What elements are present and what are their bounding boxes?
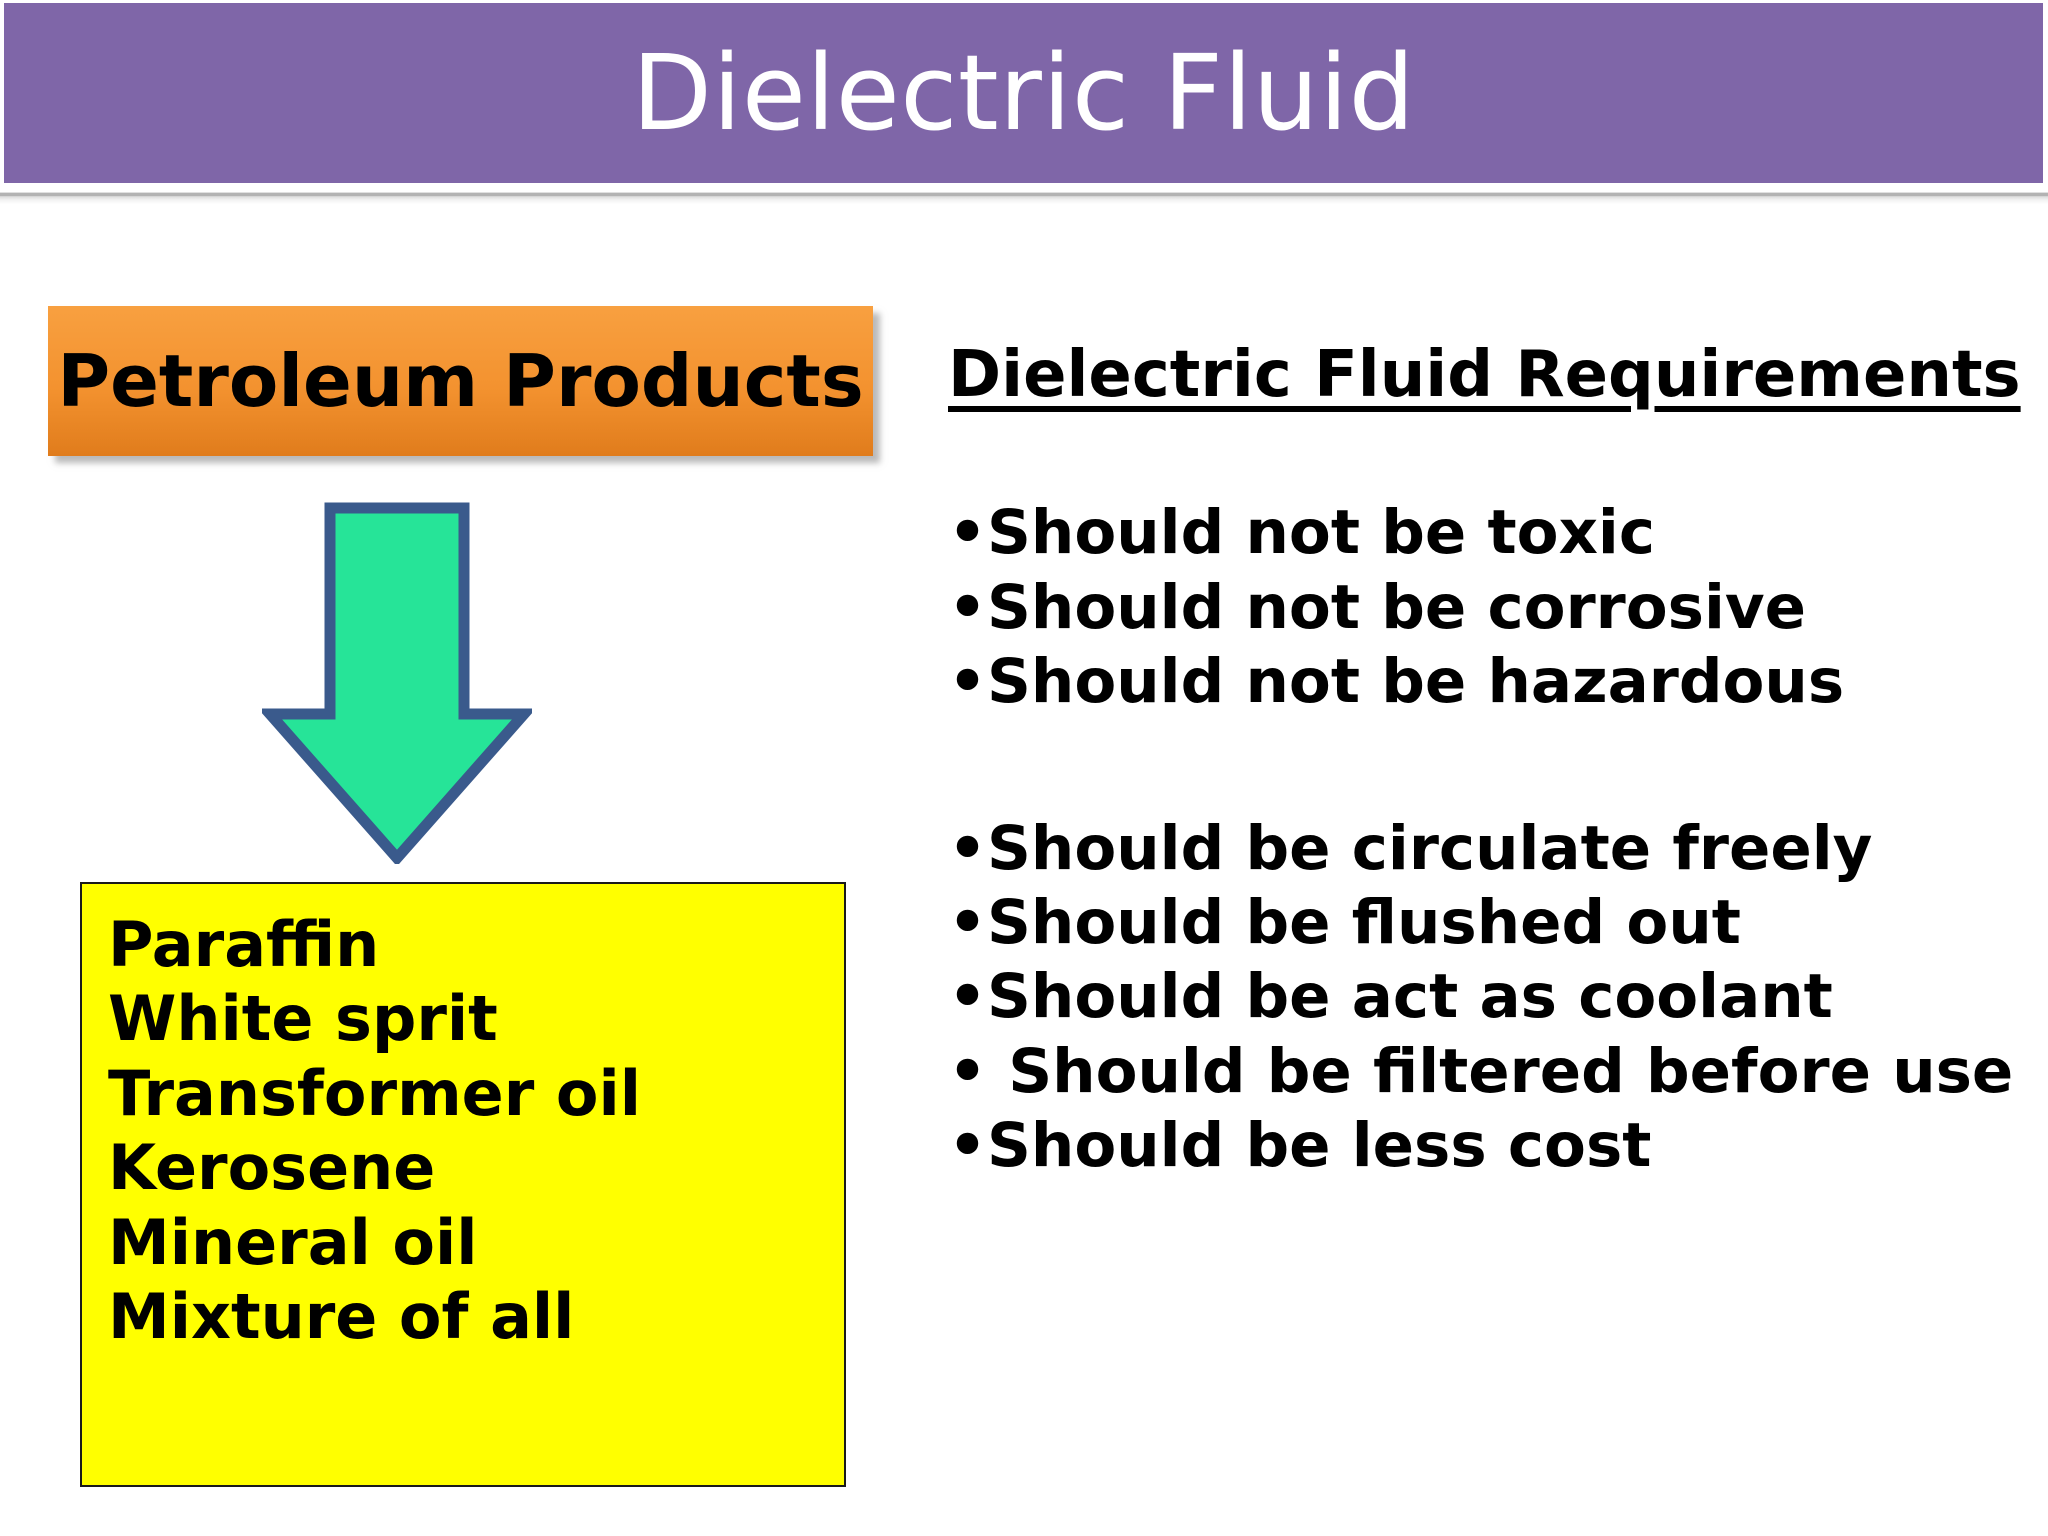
requirements-heading: Dielectric Fluid Requirements [948,338,2021,412]
list-item: Mineral oil [108,1205,478,1279]
list-item: •Should be act as coolant [948,961,1833,1033]
down-arrow-icon [257,502,537,867]
list-item: •Should not be toxic [948,497,1655,569]
petroleum-products-list-box: Paraffin White sprit Transformer oil Ker… [80,882,846,1487]
requirements-group-performance: •Should be circulate freely •Should be f… [948,812,2028,1184]
list-item: Paraffin [108,908,380,981]
list-item: Kerosene [108,1131,436,1205]
banner-divider [0,190,2048,204]
requirements-group-safety: •Should not be toxic •Should not be corr… [948,496,2028,719]
petroleum-products-label: Petroleum Products [57,339,864,423]
list-item: •Should not be hazardous [948,646,1845,718]
list-item: Mixture of all [108,1279,575,1353]
list-item: •Should not be corrosive [948,571,1806,643]
slide-title-bar: Dielectric Fluid [4,3,2043,183]
requirements-column: Dielectric Fluid Requirements •Should no… [948,340,2028,1184]
list-item: White sprit [108,982,498,1056]
page-title: Dielectric Fluid [631,32,1416,154]
list-item: Transformer oil [108,1056,641,1130]
list-item: •Should be circulate freely [948,812,1873,884]
petroleum-products-box: Petroleum Products [48,306,873,456]
list-item: •Should be less cost [948,1110,1652,1182]
list-item: •Should be flushed out [948,887,1741,959]
list-item: • Should be filtered before use [948,1035,2014,1107]
